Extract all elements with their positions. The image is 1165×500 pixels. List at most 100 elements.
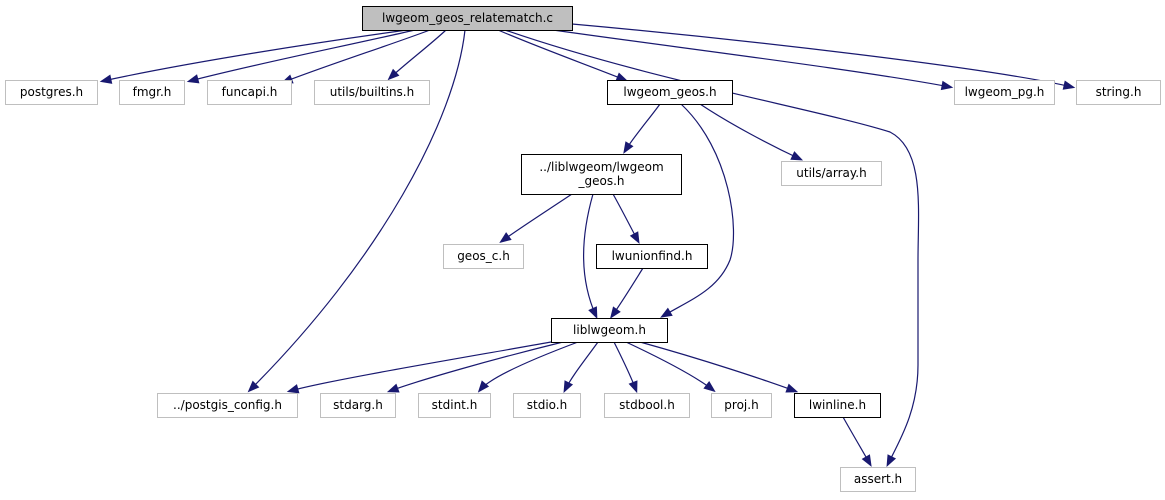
node-label: postgres.h: [20, 85, 83, 99]
node-lwgeom-pg: lwgeom_pg.h: [954, 80, 1055, 105]
node-postgres: postgres.h: [5, 80, 98, 105]
edge-liblwgeom-to-lwinline: [639, 341, 799, 393]
node-array: utils/array.h: [781, 161, 882, 186]
edge-line: [564, 341, 599, 391]
edge-liblwgeom-to-stdarg: [386, 341, 564, 393]
node-label: stdbool.h: [619, 398, 675, 412]
node-box: [607, 80, 733, 105]
edge-line: [501, 193, 573, 242]
edge-liblwgeom_geos-to-lwunionfind: [612, 193, 640, 244]
node-box: [840, 467, 916, 492]
node-label: utils/builtins.h: [330, 85, 414, 99]
node-geos-c: geos_c.h: [443, 244, 524, 269]
node-stdarg: stdarg.h: [320, 393, 396, 418]
edge-line: [289, 341, 552, 392]
node-label: lwinline.h: [809, 398, 866, 412]
arrowhead-icon: [615, 72, 629, 82]
arrowhead-icon: [610, 306, 621, 319]
arrowhead-icon: [99, 74, 113, 84]
edge-line: [102, 29, 408, 82]
node-assert: assert.h: [840, 467, 916, 492]
arrowhead-icon: [940, 80, 954, 91]
node-label: fmgr.h: [133, 85, 172, 99]
arrowhead-icon: [499, 232, 512, 243]
edge-liblwgeom-to-stdbool: [613, 341, 638, 394]
edge-liblwgeom-to-stdint: [477, 341, 579, 393]
edge-line: [479, 341, 579, 391]
node-label: geos_c.h: [457, 249, 510, 263]
node-box: [551, 318, 668, 343]
node-label: lwgeom_geos.h: [623, 85, 716, 99]
node-label: stdint.h: [432, 398, 478, 412]
node-funcapi: funcapi.h: [207, 80, 292, 105]
node-box: [604, 393, 690, 418]
node-liblwgeom-geos[interactable]: ../liblwgeom/lwgeom_geos.h: [521, 154, 682, 195]
edge-line: [699, 103, 801, 160]
edge-root-to-assert: [504, 29, 920, 467]
edge-line: [625, 341, 714, 391]
node-proj: proj.h: [711, 393, 772, 418]
node-box: [596, 244, 708, 269]
edge-root-to-builtins: [387, 29, 447, 81]
edge-lwinline-to-assert: [842, 416, 872, 467]
arrowhead-icon: [623, 141, 634, 154]
arrowhead-icon: [785, 383, 799, 393]
node-string: string.h: [1076, 80, 1161, 105]
arrowhead-icon: [563, 380, 574, 393]
arrowhead-icon: [628, 380, 638, 394]
node-stdbool: stdbool.h: [604, 393, 690, 418]
node-box: [1076, 80, 1161, 105]
node-box: [157, 393, 298, 418]
node-stdio: stdio.h: [513, 393, 581, 418]
arrowhead-icon: [861, 454, 872, 467]
edge-liblwgeom-to-postgis_config: [286, 341, 552, 394]
edge-liblwgeom_geos-to-geos_c: [499, 193, 573, 243]
node-builtins: utils/builtins.h: [314, 80, 430, 105]
node-label: string.h: [1096, 85, 1142, 99]
edge-line: [283, 29, 431, 83]
node-lwunionfind[interactable]: lwunionfind.h: [596, 244, 708, 269]
node-label: assert.h: [854, 472, 902, 486]
edge-root-to-funcapi: [280, 29, 431, 84]
arrowhead-icon: [1062, 80, 1076, 90]
edge-line: [504, 29, 920, 465]
node-root[interactable]: lwgeom_geos_relatematch.c: [362, 6, 573, 31]
node-stdint: stdint.h: [418, 393, 491, 418]
node-box: [119, 80, 185, 105]
node-lwgeom-geos[interactable]: lwgeom_geos.h: [607, 80, 733, 105]
edge-line: [583, 193, 597, 317]
node-box: [320, 393, 396, 418]
node-box: [711, 393, 772, 418]
node-box: [418, 393, 491, 418]
edge-liblwgeom-to-stdio: [563, 341, 599, 393]
arrowhead-icon: [247, 380, 260, 393]
arrowhead-icon: [660, 307, 673, 318]
node-label: stdio.h: [527, 398, 567, 412]
node-box: [5, 80, 98, 105]
node-box: [314, 80, 430, 105]
node-lwinline[interactable]: lwinline.h: [794, 393, 881, 418]
edges-layer: [99, 23, 1076, 467]
node-liblwgeom[interactable]: liblwgeom.h: [551, 318, 668, 343]
node-label: proj.h: [724, 398, 758, 412]
arrowhead-icon: [629, 231, 640, 244]
edge-liblwgeom-to-proj: [625, 341, 716, 393]
edge-line: [552, 29, 951, 88]
node-box: [521, 154, 682, 195]
edge-line: [497, 29, 626, 81]
node-fmgr: fmgr.h: [119, 80, 185, 105]
edge-lwunionfind-to-liblwgeom: [610, 267, 644, 319]
arrowhead-icon: [477, 380, 490, 393]
node-label: ../postgis_config.h: [173, 398, 282, 412]
node-label: ../liblwgeom/lwgeom: [539, 160, 663, 174]
node-label: _geos.h: [577, 174, 624, 188]
arrowhead-icon: [588, 306, 598, 320]
edge-line: [389, 341, 564, 392]
edge-root-to-postgres: [99, 29, 408, 84]
edge-lwgeom_geos-to-array: [699, 103, 804, 161]
edge-liblwgeom_geos-to-liblwgeom: [583, 193, 598, 320]
node-box: [513, 393, 581, 418]
edge-lwgeom_geos-to-liblwgeom_geos: [623, 103, 661, 154]
edge-line: [639, 341, 796, 392]
